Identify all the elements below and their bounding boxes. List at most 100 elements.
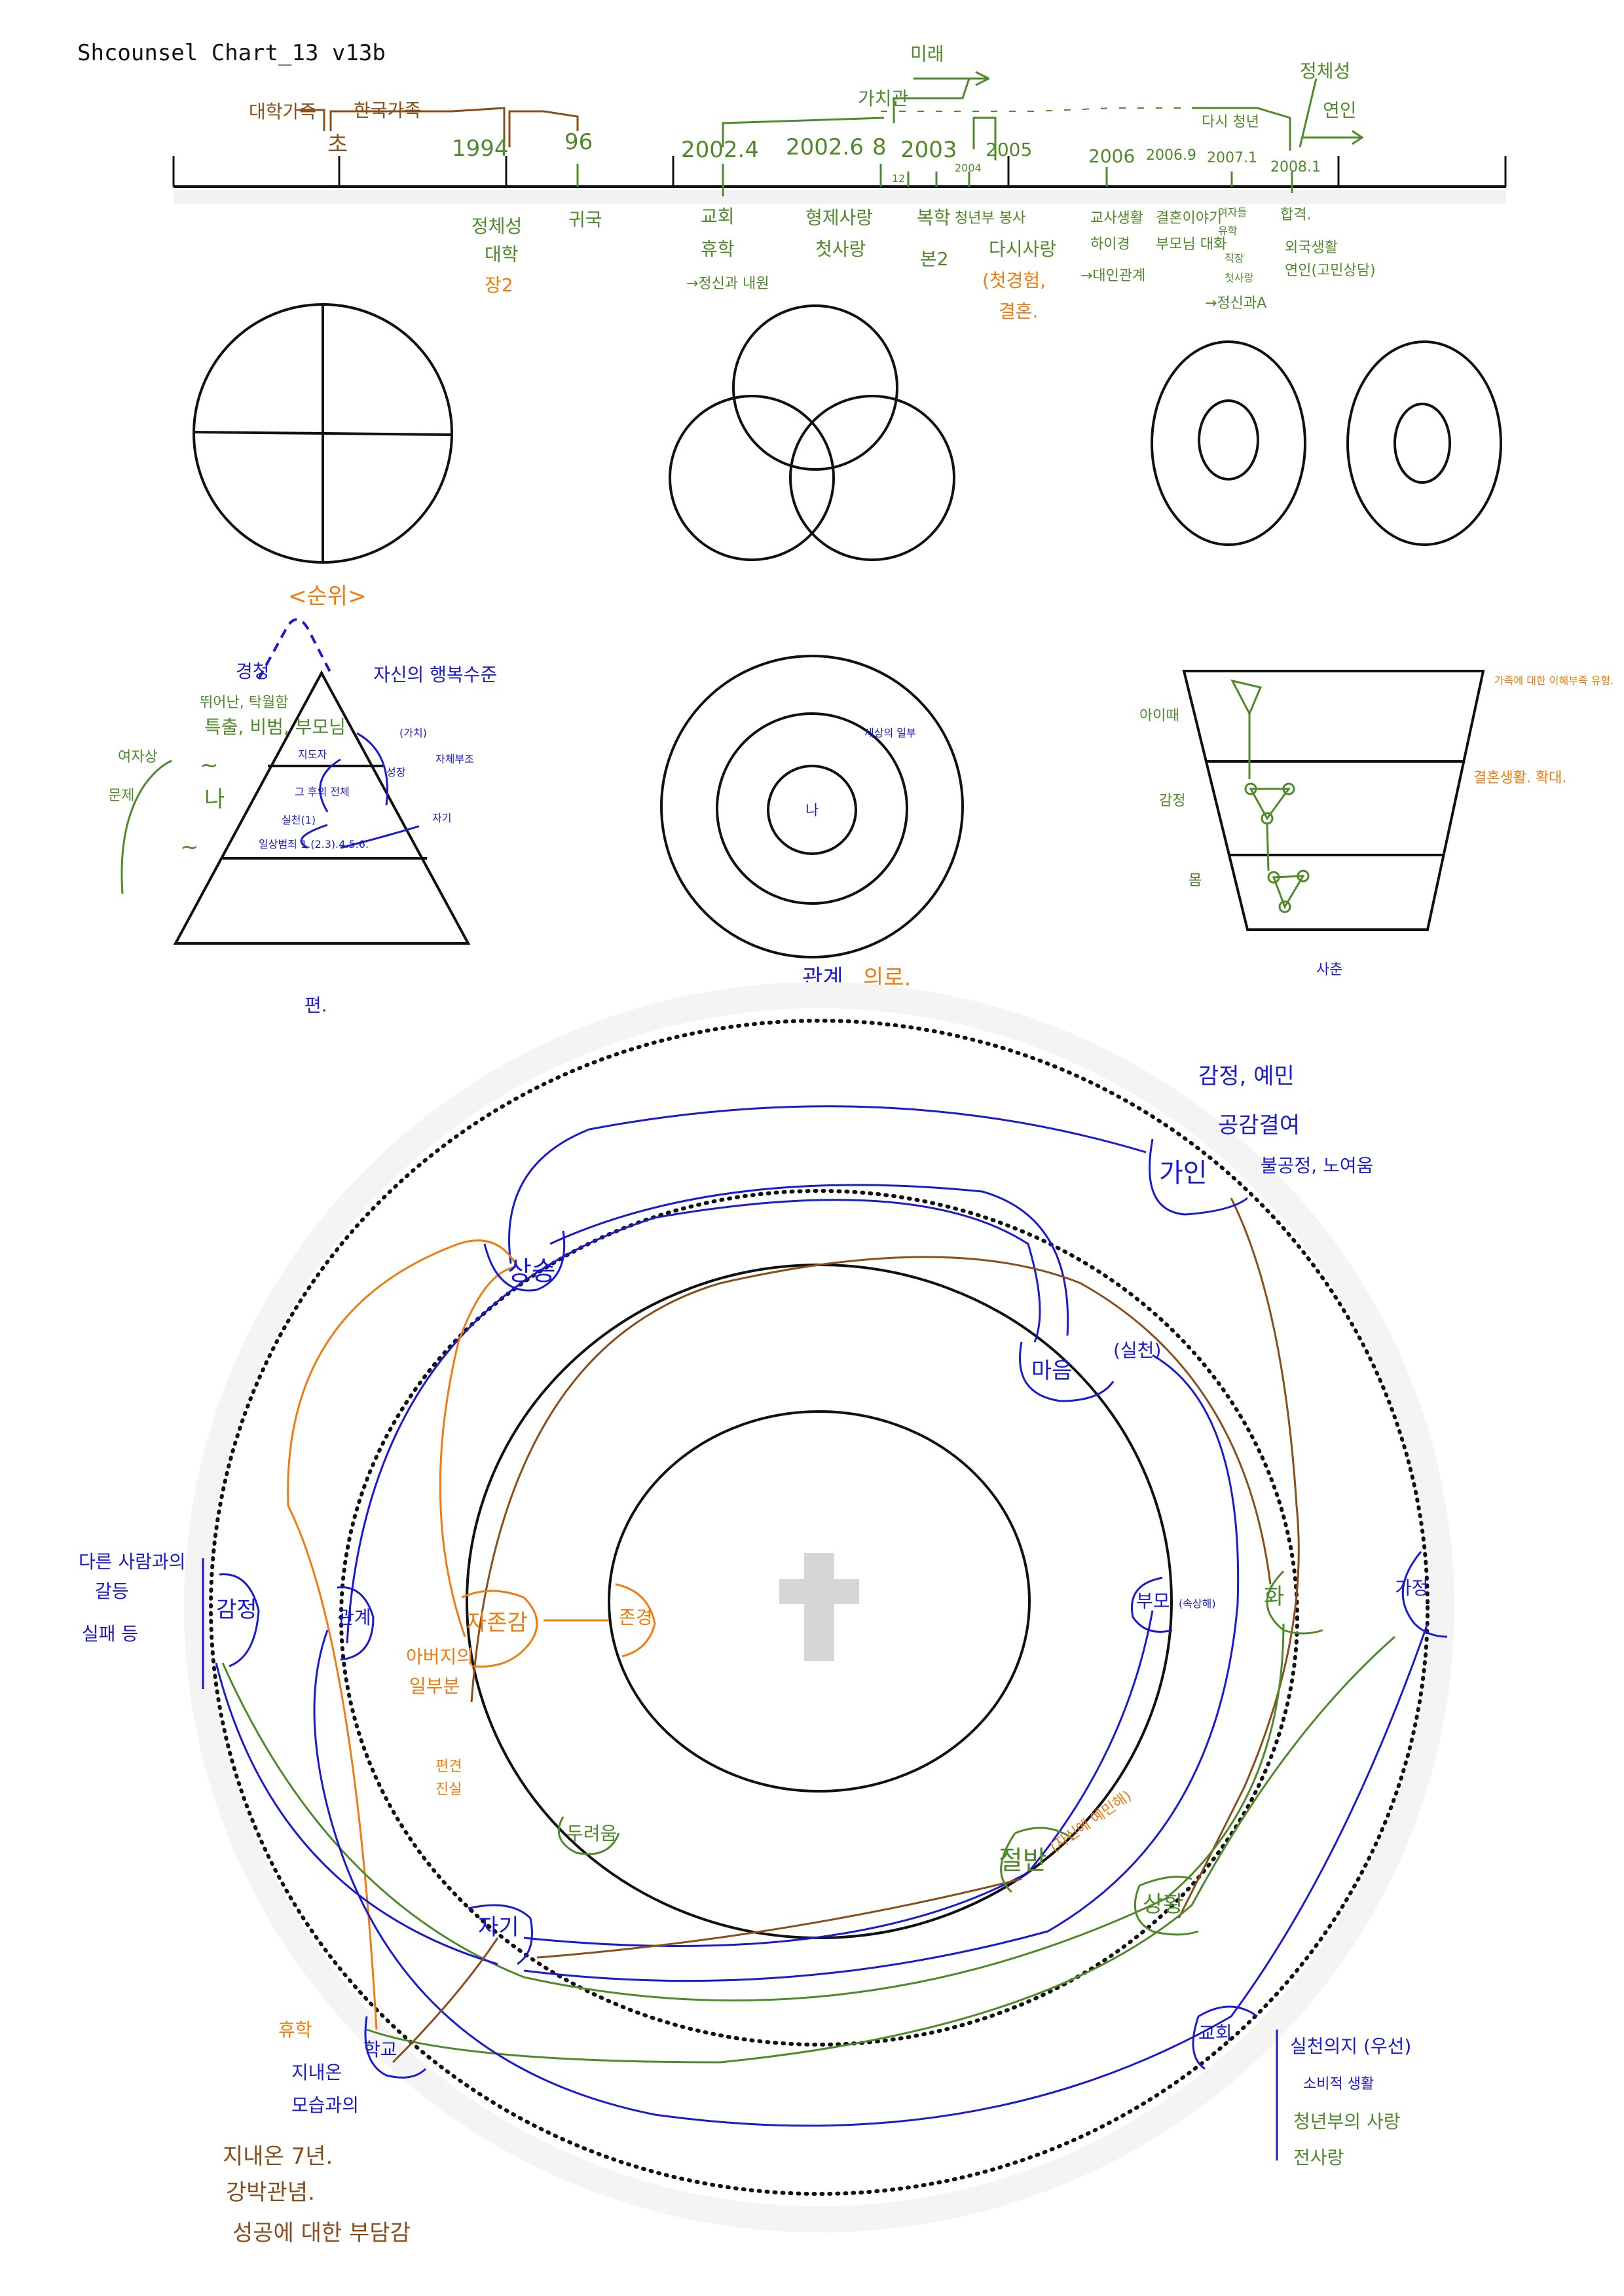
timeline: 대학가족 한국가족 미래 가치관 다시 청년 정체성 연인 초 1994 96 … [172, 43, 1507, 322]
emotion-note: 실패 등 [82, 1623, 138, 1645]
pyramid-woman-image: 여자상 [118, 749, 158, 765]
relationship-ring-diagram: 상승 마음 (실천) 가인 감정, 예민 공감결여 불공정, 노여움 화 가정 … [79, 982, 1454, 2246]
node-practice-note: (실천) [1113, 1339, 1161, 1361]
pyramid-listen: 경청 [236, 661, 270, 682]
timeline-label-values: 가치관 [858, 88, 908, 109]
pyramid-self-help: 자체부조 [435, 753, 474, 765]
node-self-esteem[interactable]: 자존감 [466, 1610, 528, 1636]
svg-text:→대인관계: →대인관계 [1080, 268, 1145, 284]
svg-text:결혼이야기: 결혼이야기 [1156, 210, 1222, 227]
node-respect[interactable]: 존경 [619, 1607, 653, 1628]
trapezoid-emotion: 감정 [1159, 793, 1185, 809]
school-note: 모습과의 [291, 2094, 359, 2116]
node-parents[interactable]: 부모 [1136, 1590, 1170, 1612]
pyramid-wave: ~ [200, 752, 219, 778]
svg-text:하이경: 하이경 [1090, 236, 1130, 253]
half-note: (자신에 예민해) [1047, 1788, 1135, 1856]
svg-text:외국생활: 외국생활 [1285, 240, 1338, 256]
date-2008-1: 2008.1 [1270, 159, 1321, 175]
pyramid-wave: ~ [180, 834, 199, 860]
node-home[interactable]: 가정 [1395, 1577, 1429, 1599]
date-2006: 2006 [1088, 145, 1135, 167]
bottom-note: 성공에 대한 부담감 [232, 2220, 411, 2246]
parents-note: (속상해) [1179, 1597, 1216, 1610]
church-note: 청년부의 사랑 [1293, 2111, 1400, 2132]
timeline-label-family-college: 대학가족 [249, 101, 316, 122]
trapezoid-caption: 사춘 [1316, 962, 1342, 978]
svg-text:결혼.: 결혼. [999, 301, 1038, 322]
self-esteem-note: 진실 [435, 1781, 462, 1798]
node-church[interactable]: 교회 [1198, 2022, 1232, 2044]
trapezoid-body: 몸 [1189, 873, 1202, 889]
timeline-label-future: 미래 [910, 43, 944, 65]
date-2002-4: 2002.4 [681, 137, 759, 163]
date-96: 96 [564, 129, 593, 155]
timeline-label-family-korea: 한국가족 [354, 100, 421, 121]
node-anger[interactable]: 화 [1264, 1584, 1284, 1610]
date-2006-9: 2006.9 [1146, 147, 1196, 164]
pyramid-growth: 성장 [386, 766, 406, 778]
cain-note: 불공정, 노여움 [1261, 1155, 1373, 1176]
node-situation[interactable]: 상황 [1143, 1891, 1184, 1918]
node-fear[interactable]: 두려움 [566, 1823, 617, 1844]
node-cain[interactable]: 가인 [1159, 1158, 1208, 1188]
concentric-note: 세상의 일부 [864, 727, 916, 739]
svg-text:정체성: 정체성 [471, 215, 522, 237]
pyramid-excellent: 뛰어난, 탁월함 [200, 695, 288, 711]
timeline-label-young-again: 다시 청년 [1202, 114, 1259, 130]
date-2004: 2004 [955, 162, 982, 174]
development-trapezoid: 아이때 감정 몸 사춘 가족에 대한 이해부족 유형. 결혼생활. 확대. [1139, 670, 1614, 978]
pyramid-total: 그 후의 전체 [295, 786, 350, 798]
pyramid-outstanding: 특출, 비범, 부모님 [204, 716, 346, 738]
trapezoid-childhood: 아이때 [1139, 708, 1179, 724]
svg-text:교회: 교회 [701, 206, 735, 227]
timeline-events: 정체성 대학 장2 귀국 교회 휴학 →정신과 내원 형제사랑 첫사랑 복학 본… [471, 206, 1376, 322]
date-2007-1: 2007.1 [1207, 150, 1257, 166]
bottom-note: 지내온 7년. [223, 2143, 333, 2170]
cross-icon [779, 1553, 859, 1661]
svg-text:첫사랑: 첫사랑 [1225, 272, 1253, 284]
church-note: 전사랑 [1293, 2147, 1344, 2168]
church-note: 실천의지 (우선) [1290, 2035, 1411, 2057]
svg-text:귀국: 귀국 [568, 209, 602, 230]
pyramid-happiness: 자신의 행복수준 [373, 664, 497, 685]
bottom-note: 강박관념. [226, 2179, 315, 2206]
svg-text:부모님 대화: 부모님 대화 [1156, 236, 1227, 253]
date-2005: 2005 [986, 139, 1032, 160]
quadrant-circle [193, 303, 453, 564]
venn-diagram [669, 304, 955, 561]
svg-text:다시사랑: 다시사랑 [989, 238, 1056, 260]
pyramid-self: 자기 [432, 812, 451, 824]
node-relation[interactable]: 관계 [337, 1607, 371, 1628]
cain-note: 감정, 예민 [1198, 1063, 1295, 1089]
svg-text:복학: 복학 [917, 207, 951, 228]
timeline-label-lover: 연인 [1323, 100, 1357, 121]
donut-shapes [1151, 340, 1502, 546]
svg-text:휴학: 휴학 [701, 238, 735, 260]
pyramid-practice: 실천(1) [282, 814, 316, 826]
self-esteem-note: 일부분 [409, 1675, 460, 1697]
timeline-label-identity: 정체성 [1300, 60, 1350, 82]
svg-text:합격.: 합격. [1280, 207, 1311, 223]
svg-text:(첫경험,: (첫경험, [982, 270, 1046, 291]
chart-title: Shcounsel Chart_13 v13b [77, 40, 386, 66]
node-self[interactable]: 자기 [478, 1914, 519, 1941]
svg-text:첫사랑: 첫사랑 [815, 238, 866, 260]
date-early: 초 [327, 132, 348, 158]
pyramid-leader: 지도자 [298, 748, 327, 761]
node-heart[interactable]: 마음 [1031, 1358, 1073, 1384]
emotion-note: 갈등 [95, 1580, 129, 1602]
node-rise[interactable]: 상승 [507, 1256, 556, 1286]
date-1994: 1994 [452, 136, 509, 162]
date-8: 8 [872, 134, 887, 160]
node-half[interactable]: 절반 [999, 1846, 1047, 1876]
priority-pyramid: <순위> 경청 뛰어난, 탁월함 특출, 비범, 부모님 여자상 문제 나 ~ … [108, 583, 497, 1016]
emotion-note: 다른 사람과의 [79, 1551, 185, 1573]
svg-text:형제사랑: 형제사랑 [805, 207, 873, 228]
date-12: 12 [892, 172, 905, 185]
node-school[interactable]: 학교 [363, 2039, 397, 2060]
node-emotion[interactable]: 감정 [216, 1597, 257, 1623]
concentric-circles: 나 세상의 일부 관계, 의로. [660, 655, 964, 991]
school-note: 휴학 [278, 2019, 312, 2041]
